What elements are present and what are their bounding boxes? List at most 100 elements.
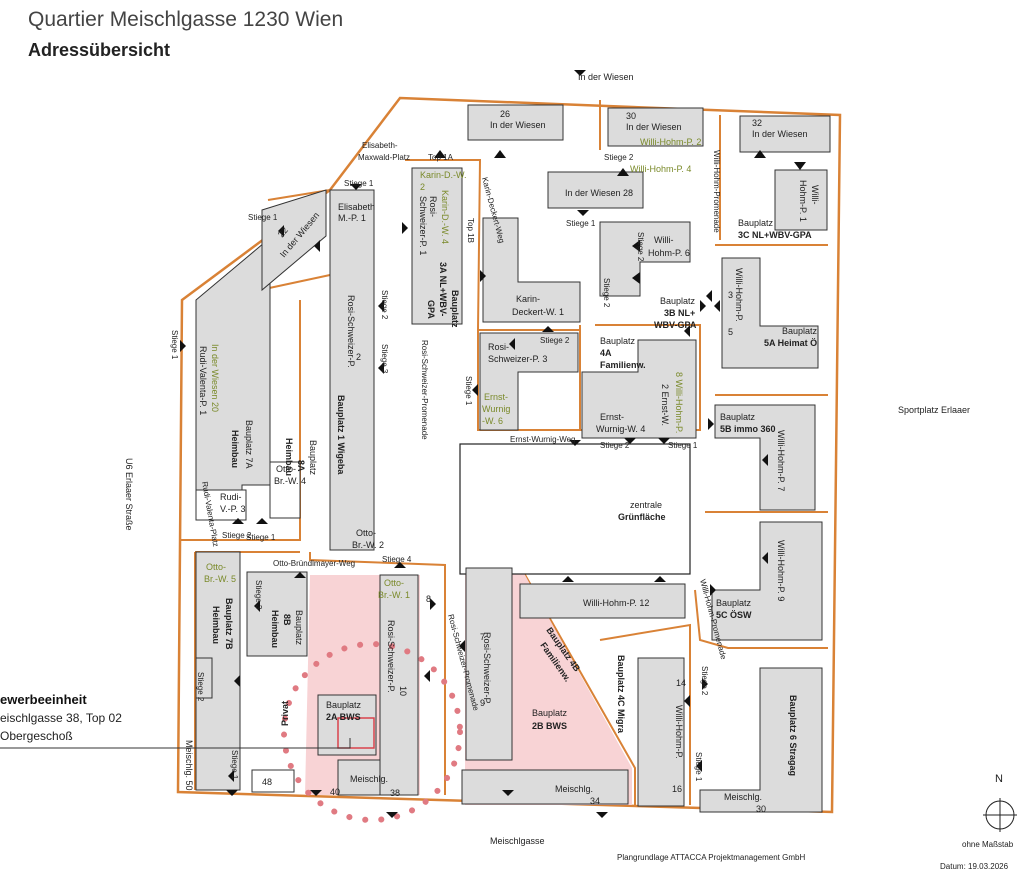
street-elisabeth-1: Elisabeth-: [362, 141, 398, 150]
building-iw30: [607, 107, 704, 147]
label-num7: 7: [480, 632, 485, 642]
building-rsp3: [479, 332, 579, 431]
label-bp5b: 5B immo 360: [720, 424, 776, 434]
label-stiege2-h: Stiege 2: [196, 672, 205, 702]
label-kdw4: Karin-D.-W. 4: [440, 190, 450, 244]
label-num38: 38: [390, 788, 400, 798]
page-subtitle: Adressübersicht: [28, 40, 171, 60]
entrance-markers: [180, 70, 806, 818]
label-stiege1-e: Stiege 1: [246, 533, 276, 542]
label-top1a: Top 1A: [428, 153, 454, 162]
label-obw1-a: Otto-: [384, 578, 404, 588]
building-2a-inner: [337, 717, 375, 749]
label-bp3a-a: 3A NL+WBV-: [438, 262, 448, 316]
label-bp4c: Bauplatz 4C Migra: [616, 655, 626, 734]
building-obw4: [269, 461, 301, 519]
building-bp8b: [246, 571, 308, 657]
label-eww6-c: -W. 6: [482, 416, 503, 426]
label-stiege1-d: Stiege 1: [668, 441, 698, 450]
label-rsp1-b: Schweizer-P. 1: [418, 196, 428, 255]
label-privat: Privat: [280, 701, 290, 726]
label-stiege2-a: Stiege 2: [604, 153, 634, 162]
building-whp3: [721, 257, 819, 369]
label-eww6-a: Ernst-: [484, 392, 508, 402]
label-stiege4: Stiege 4: [382, 555, 412, 564]
building-bp2a: [317, 694, 377, 756]
label-bp7b-a: Bauplatz 7B: [224, 598, 234, 650]
label-rsp-b: Rosi-Schweizer-P.: [482, 632, 492, 705]
label-iw30-num: 30: [626, 111, 636, 121]
label-bp3b-a: 3B NL+: [664, 308, 695, 318]
label-bp4a-a: 4A: [600, 348, 612, 358]
site-block-outlines: [180, 100, 828, 805]
label-obw2-b: Br.-W. 2: [352, 540, 384, 550]
label-rsp2: Rosi-Schweizer-P.: [346, 295, 356, 368]
label-whp1-b: Hohm-P. 1: [798, 180, 808, 222]
building-whp1: [774, 169, 828, 231]
label-bp5c-word: Bauplatz: [716, 598, 752, 608]
label-bp5a: 5A Heimat Ö: [764, 338, 817, 348]
building-48: [251, 769, 295, 793]
building-iw28: [547, 171, 644, 209]
building-gruenflaeche: [459, 443, 691, 575]
label-stiege1-far: Stiege 1: [170, 330, 179, 360]
building-bp1: [329, 189, 375, 551]
label-top1b: Top 1B: [466, 218, 475, 243]
label-kdw2-a: Karin-D.-W.: [420, 170, 467, 180]
label-eww4-a: Ernst-: [600, 412, 624, 422]
building-rsp7: [465, 567, 513, 761]
buildings: [195, 104, 831, 813]
label-rsp3-b: Schweizer-P. 3: [488, 354, 547, 364]
label-stiege1-top: Stiege 1: [344, 179, 374, 188]
label-whp6-a: Willi-: [654, 235, 674, 245]
label-iw20: In der Wiesen 20: [210, 344, 220, 412]
label-iw32-name: In der Wiesen: [752, 129, 808, 139]
label-stiege2-b: Stiege 2: [636, 232, 645, 262]
label-iw26-num: 26: [500, 109, 510, 119]
label-meischlg34: Meischlg.: [555, 784, 593, 794]
label-bp2a-b: 2A BWS: [326, 712, 361, 722]
label-whp4: Willi-Hohm-P. 4: [630, 164, 691, 174]
label-bp8a-c: Heimbau: [284, 438, 294, 476]
label-stiege1-c: Stiege 1: [464, 376, 473, 406]
label-emp1-a: Elisabeth: [338, 202, 375, 212]
label-meischlg-c: Meischlg.: [350, 774, 388, 784]
label-obw5-b: Br.-W. 5: [204, 574, 236, 584]
label-stiege1-left: Stiege 1: [248, 213, 278, 222]
callout-line2: eischlgasse 38, Top 02: [0, 711, 122, 725]
label-bp4a-b: Familienw.: [600, 360, 646, 370]
building-whp14: [637, 657, 685, 807]
building-whp6: [599, 221, 691, 297]
label-eww4-b: Wurnig-W. 4: [596, 424, 645, 434]
label-bp1: Bauplatz 1 Wigeba: [336, 395, 346, 475]
label-bp6: Bauplatz 6 Stragag: [788, 695, 798, 776]
label-rosi-long: Rosi-Schweizer-P.: [386, 620, 396, 693]
label-whp6-b: Hohm-P. 6: [648, 248, 690, 258]
label-iw32-num: 32: [752, 118, 762, 128]
callout-line: [0, 738, 351, 749]
building-eww4: [581, 339, 697, 439]
label-rvp1: Rudi-Valenta-P. 1: [198, 346, 208, 415]
street-u6: U6 Erlaaer Straße: [124, 458, 134, 531]
building-rvp3: [195, 489, 247, 521]
label-whp3: Willi-Hohm-P.: [734, 268, 744, 322]
scale-label: ohne Maßstab: [962, 840, 1014, 849]
label-whp1-a: Willi-: [810, 185, 820, 205]
label-num8: 8: [426, 594, 431, 604]
label-bp4a-word: Bauplatz: [600, 336, 636, 346]
date-label: Datum: 19.03.2026: [940, 862, 1009, 871]
label-stiege2-i: Stiege 2: [700, 666, 709, 696]
street-ernst-weg: Ernst-Wurnig-Weg: [510, 435, 576, 444]
building-meischlg34: [461, 769, 629, 805]
building-bp6: [699, 667, 823, 813]
building-meischlg40: [337, 759, 381, 796]
label-eww2: 2 Ernst-W.: [660, 384, 670, 426]
label-stiege2-e: Stiege 2: [600, 441, 630, 450]
label-stiege1-f: Stiege 1: [230, 750, 239, 780]
building-iw32: [739, 115, 831, 153]
label-stiege2-d: Stiege 2: [540, 336, 570, 345]
label-whp-16: 16: [672, 784, 682, 794]
building-rosi10: [379, 574, 419, 796]
label-whp7: Willi-Hohm-P. 7: [776, 430, 786, 491]
